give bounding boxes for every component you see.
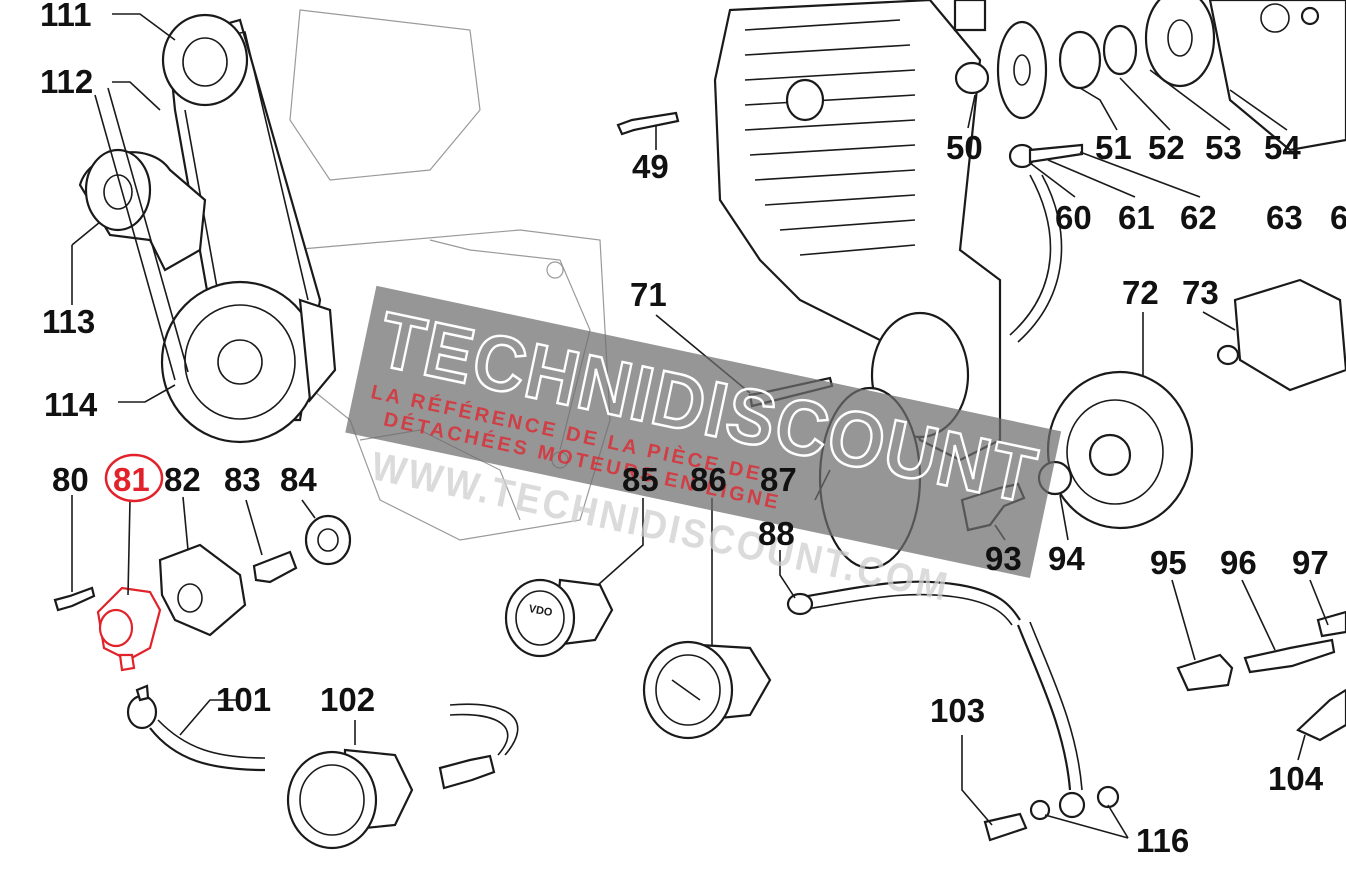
fan-assembly bbox=[1208, 0, 1346, 152]
label-93: 93 bbox=[985, 540, 1022, 577]
label-81: 81 bbox=[113, 461, 150, 498]
label-60: 60 bbox=[1055, 199, 1092, 236]
label-53: 53 bbox=[1205, 129, 1242, 166]
bolt-83 bbox=[252, 550, 298, 584]
label-103: 103 bbox=[930, 692, 985, 729]
watermark: TECHNIDISCOUNT LA RÉFÉRENCE DE LA PIÈCE … bbox=[345, 285, 1062, 610]
label-80: 80 bbox=[52, 461, 89, 498]
label-97: 97 bbox=[1292, 544, 1329, 581]
label-112: 112 bbox=[40, 63, 93, 100]
sensor-95 bbox=[1176, 653, 1234, 692]
seal-84 bbox=[304, 514, 352, 566]
housing-82 bbox=[158, 543, 247, 637]
upper-pulley-111 bbox=[161, 13, 249, 107]
watermark-band bbox=[345, 285, 1062, 579]
leader-lines bbox=[71, 13, 1329, 839]
highlight-circle-81 bbox=[104, 453, 164, 503]
label-85: 85 bbox=[622, 461, 659, 498]
washer-116a bbox=[1029, 799, 1051, 821]
label-104: 104 bbox=[1268, 760, 1324, 797]
label-73: 73 bbox=[1182, 274, 1219, 311]
tensioner-pulley bbox=[84, 148, 152, 232]
gauge-86 bbox=[642, 640, 772, 740]
pulley-54 bbox=[1144, 0, 1216, 88]
label-86: 86 bbox=[690, 461, 727, 498]
label-111: 111 bbox=[40, 0, 91, 33]
part-81-highlighted bbox=[96, 586, 162, 672]
label-95: 95 bbox=[1150, 544, 1187, 581]
sensor-96 bbox=[1243, 638, 1336, 674]
sensor-97 bbox=[1316, 610, 1346, 638]
label-88: 88 bbox=[758, 515, 795, 552]
damper-pulley-72 bbox=[1046, 370, 1194, 530]
nut-50 bbox=[954, 61, 990, 95]
label-113: 113 bbox=[42, 303, 95, 340]
ring-53 bbox=[1102, 24, 1138, 76]
label-114: 114 bbox=[44, 386, 98, 423]
label-101: 101 bbox=[216, 681, 271, 718]
sensor-104 bbox=[1296, 688, 1346, 742]
label-51: 51 bbox=[1095, 129, 1132, 166]
label-50: 50 bbox=[946, 129, 983, 166]
banjo-bolt-103 bbox=[983, 812, 1028, 842]
label-54: 54 bbox=[1264, 129, 1301, 166]
top-right-parts bbox=[953, 0, 1346, 343]
label-71: 71 bbox=[630, 276, 667, 313]
bolt-49 bbox=[616, 111, 680, 136]
gauge-85: VDO bbox=[504, 578, 614, 658]
part-labels: 111 112 113 114 80 81 82 83 84 49 71 85 … bbox=[40, 0, 1346, 859]
belt-drive-group bbox=[78, 13, 337, 444]
cable-101 bbox=[126, 684, 266, 772]
gauge-vdo-text: VDO bbox=[528, 603, 554, 619]
connector-102 bbox=[438, 754, 496, 790]
label-87: 87 bbox=[760, 461, 797, 498]
bolt-62 bbox=[1028, 143, 1084, 164]
hose-88 bbox=[786, 580, 1086, 819]
mount-73 bbox=[1216, 278, 1346, 392]
label-96: 96 bbox=[1220, 544, 1257, 581]
label-116: 116 bbox=[1136, 822, 1189, 859]
label-49: 49 bbox=[632, 148, 669, 185]
label-52: 52 bbox=[1148, 129, 1185, 166]
label-62: 62 bbox=[1180, 199, 1217, 236]
bolt-80 bbox=[53, 586, 96, 612]
label-83: 83 bbox=[224, 461, 261, 498]
washer-116b bbox=[1096, 785, 1120, 809]
label-61: 61 bbox=[1118, 199, 1155, 236]
label-6x: 6 bbox=[1330, 199, 1346, 236]
label-72: 72 bbox=[1122, 274, 1159, 311]
label-84: 84 bbox=[280, 461, 317, 498]
ring-52 bbox=[1058, 30, 1102, 90]
washer-51 bbox=[996, 20, 1048, 120]
gauge-102 bbox=[286, 748, 414, 850]
label-94: 94 bbox=[1048, 540, 1085, 577]
label-102: 102 bbox=[320, 681, 375, 718]
label-82: 82 bbox=[164, 461, 201, 498]
label-63: 63 bbox=[1266, 199, 1303, 236]
